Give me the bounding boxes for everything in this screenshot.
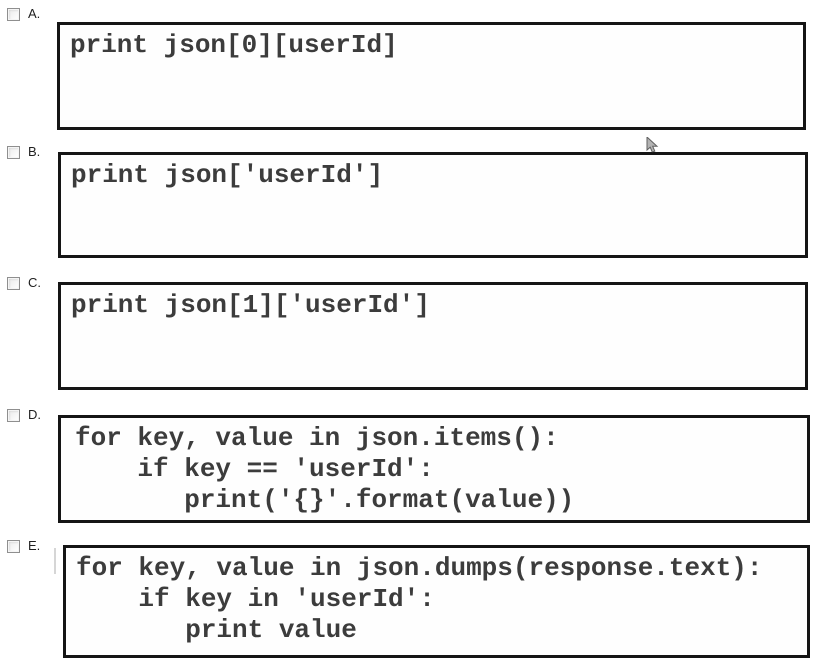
option-c-code: print json[1]['userId'] bbox=[71, 290, 430, 320]
option-e-checkbox[interactable] bbox=[7, 540, 20, 553]
option-a-code-box: print json[0][userId] bbox=[57, 22, 806, 130]
option-b-label: B. bbox=[28, 144, 41, 159]
option-e-code-box: for key, value in json.dumps(response.te… bbox=[63, 545, 810, 658]
option-b-checkbox[interactable] bbox=[7, 146, 20, 159]
option-d-label: D. bbox=[28, 407, 41, 422]
option-a-checkbox[interactable] bbox=[7, 8, 20, 21]
scan-artifact-line bbox=[54, 548, 56, 574]
option-d-code: for key, value in json.items(): if key =… bbox=[75, 423, 575, 515]
option-b-code-box: print json['userId'] bbox=[58, 152, 808, 258]
option-d-code-box: for key, value in json.items(): if key =… bbox=[58, 415, 810, 523]
option-d-checkbox[interactable] bbox=[7, 409, 20, 422]
option-e-code: for key, value in json.dumps(response.te… bbox=[76, 553, 763, 645]
option-c-checkbox[interactable] bbox=[7, 277, 20, 290]
mouse-cursor-icon bbox=[646, 137, 659, 153]
option-b-code: print json['userId'] bbox=[71, 160, 384, 190]
option-a-label: A. bbox=[28, 6, 41, 21]
option-c-code-box: print json[1]['userId'] bbox=[58, 282, 808, 390]
option-e-label: E. bbox=[28, 538, 41, 553]
option-c-label: C. bbox=[28, 275, 41, 290]
option-a-code: print json[0][userId] bbox=[70, 30, 398, 60]
